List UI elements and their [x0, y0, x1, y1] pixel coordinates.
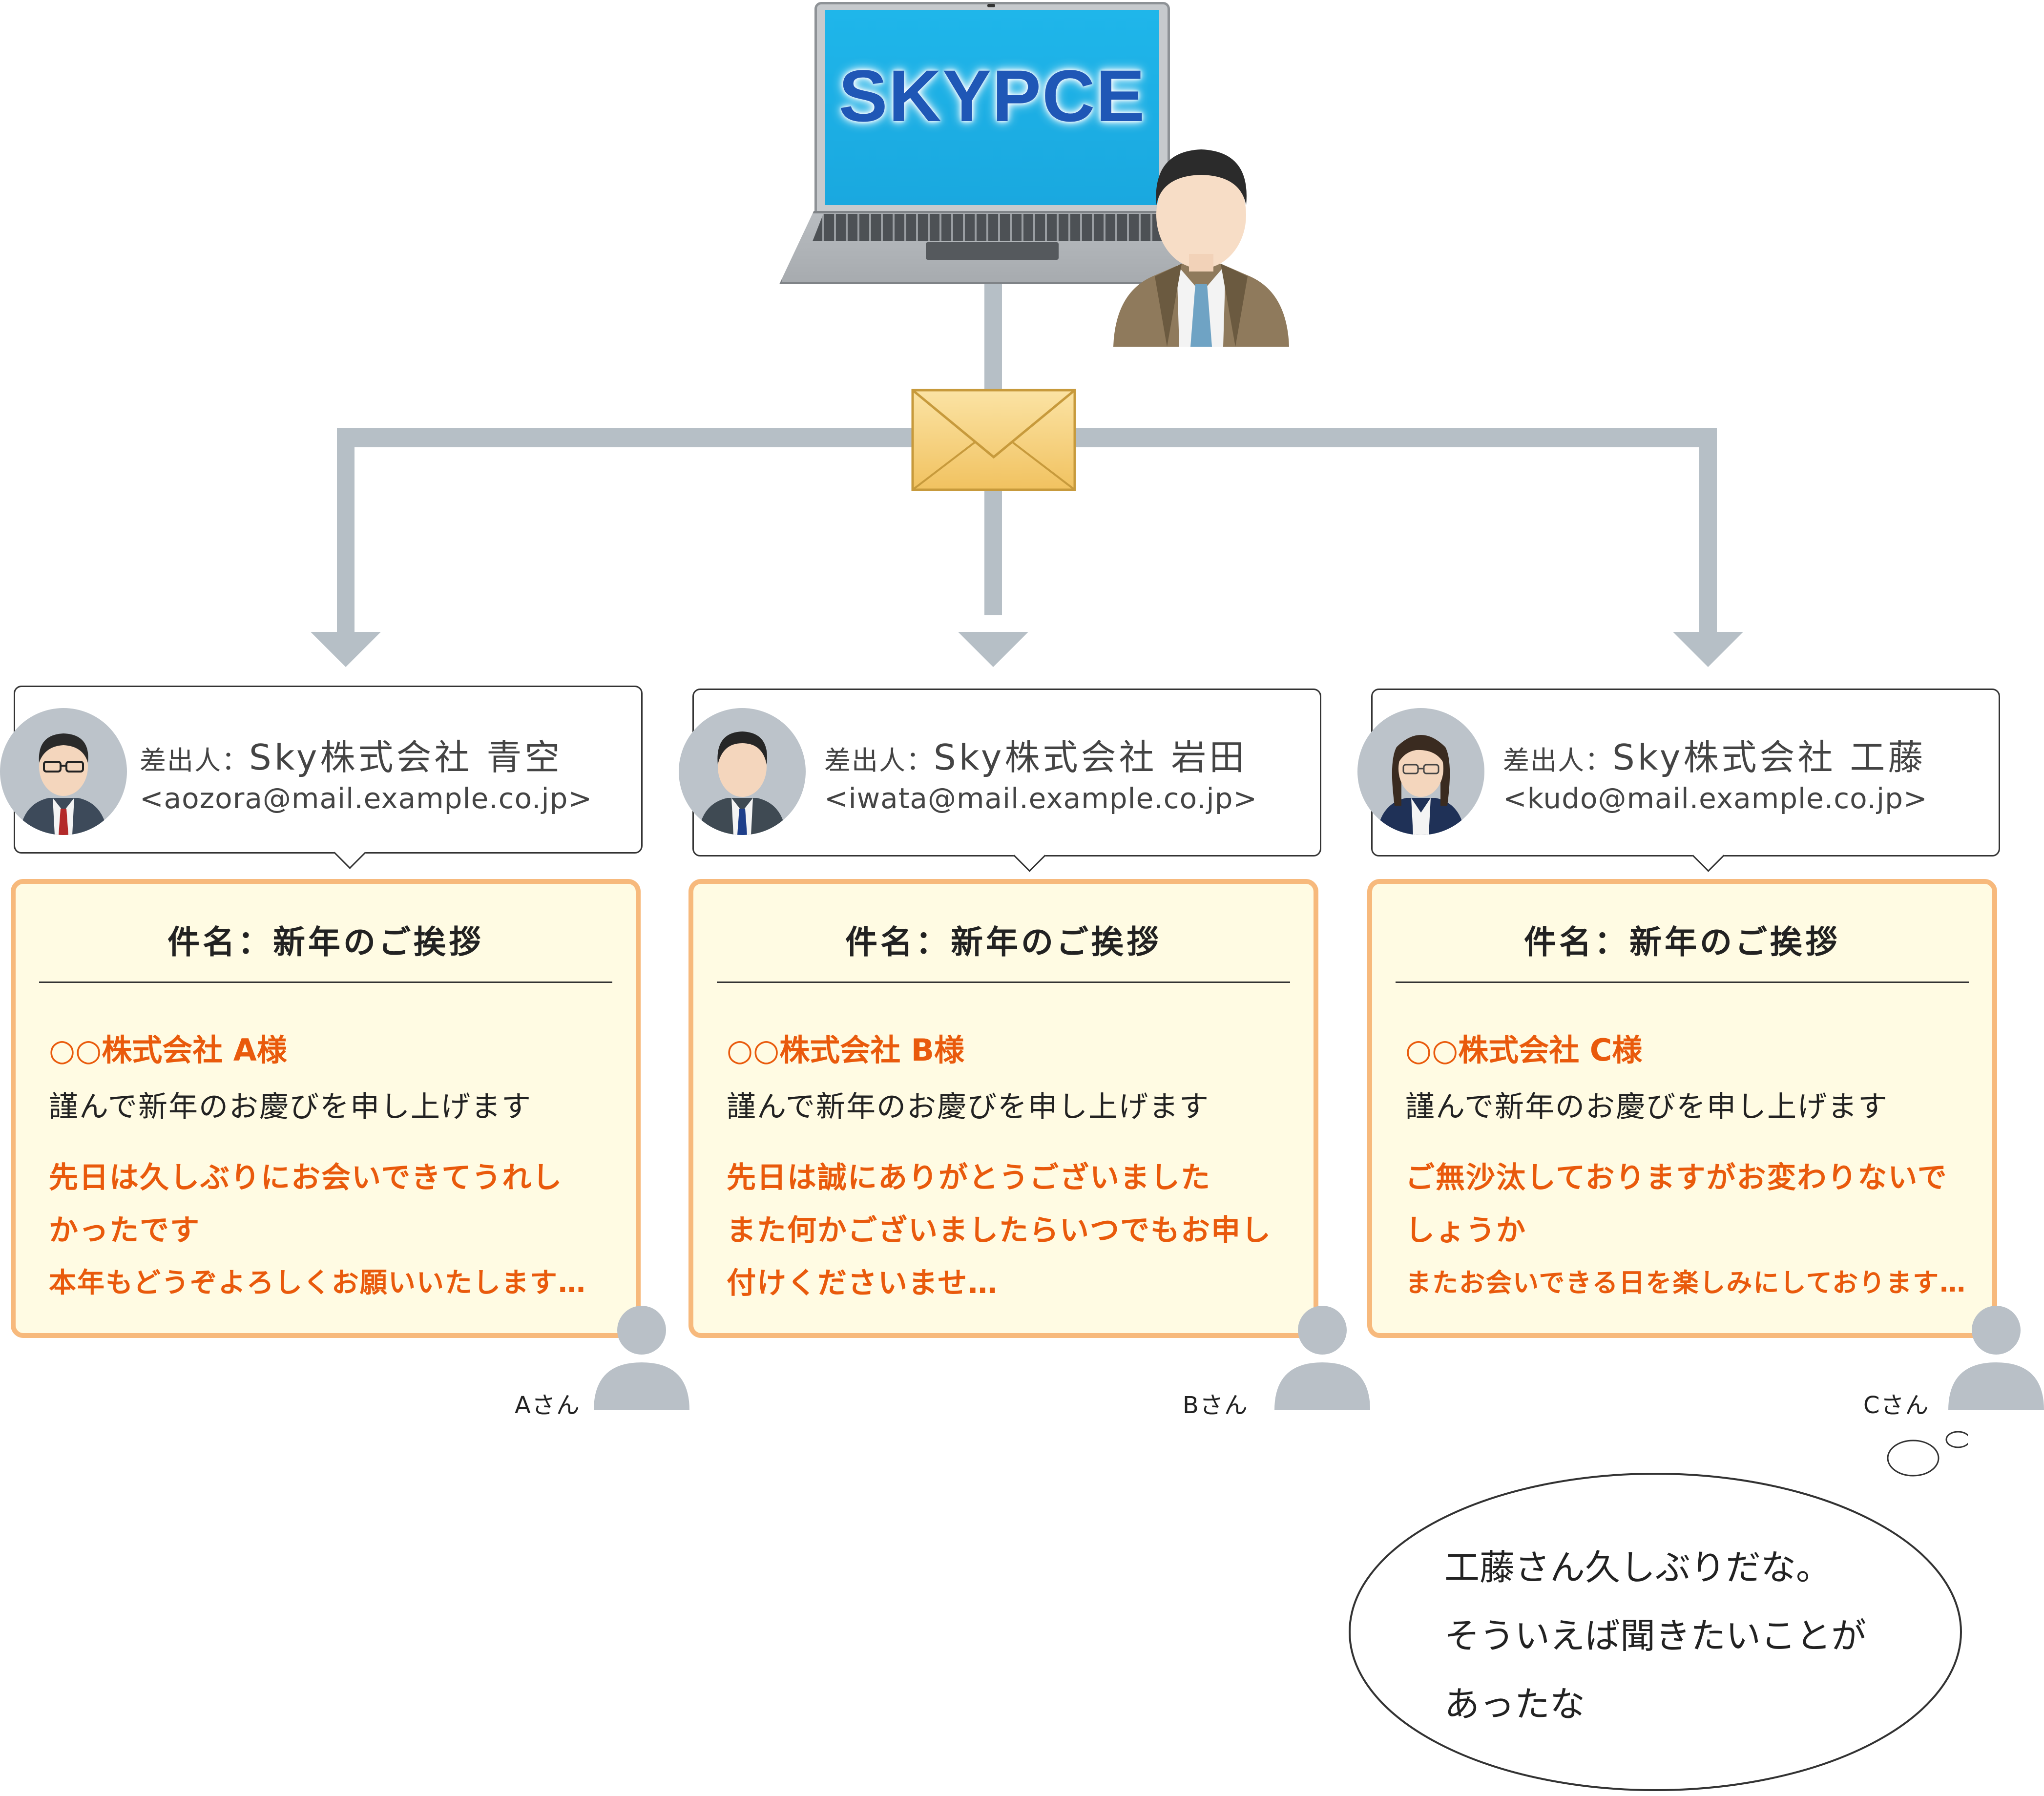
arrow-down-right: [1673, 632, 1743, 667]
mail-body: 先日は久しぶりにお会いできてうれし かったです 本年もどうぞよろしくお願いいたし…: [49, 1151, 616, 1310]
businessman-glasses-icon: [20, 733, 107, 835]
mail-subject: 件名：新年のご挨拶: [1524, 923, 1840, 961]
sender-email: <kudo@mail.example.co.jp>: [1503, 782, 1928, 815]
sender-label: 差出人：: [1503, 745, 1612, 776]
mail-body-line: ご無沙汰しておりますがお変わりないで: [1405, 1161, 1948, 1195]
mail-body-line: また何かございましたらいつでもお申し: [727, 1213, 1272, 1248]
sender-email: <aozora@mail.example.co.jp>: [140, 782, 593, 815]
mail-recipient: ○○株式会社 A様: [49, 1032, 287, 1068]
keyboard: [813, 214, 1172, 241]
mail-greeting: 謹んで新年のお慶びを申し上げます: [49, 1090, 532, 1124]
connector-right: [1699, 428, 1717, 633]
laptop-screen: [825, 10, 1159, 205]
mail-card-b: 件名：新年のご挨拶 ○○株式会社 B様 謹んで新年のお慶びを申し上げます 先日は…: [688, 879, 1318, 1338]
sender-email: <iwata@mail.example.co.jp>: [824, 782, 1258, 815]
mail-body-line: 本年もどうぞよろしくお願いいたします…: [49, 1267, 586, 1299]
sender-label: 差出人：: [140, 745, 249, 776]
person-silhouette-icon: [1948, 1306, 2044, 1410]
mail-body-line: 付けくださいませ…: [727, 1266, 999, 1300]
mail-body-line: 先日は誠にありがとうございました: [727, 1161, 1211, 1195]
mail-card-c: 件名：新年のご挨拶 ○○株式会社 C様 謹んで新年のお慶びを申し上げます ご無沙…: [1367, 879, 1997, 1338]
mail-greeting: 謹んで新年のお慶びを申し上げます: [1405, 1090, 1888, 1124]
thought-line: あったな: [1444, 1684, 1585, 1725]
thought-line: そういえば聞きたいことが: [1444, 1615, 1867, 1656]
sender-info-kudo: 差出人：Sky株式会社 工藤 <kudo@mail.example.co.jp>: [1503, 729, 1928, 815]
mail-body-line: しょうか: [1405, 1213, 1526, 1248]
mail-recipient: ○○株式会社 B様: [727, 1032, 965, 1068]
mail-body: 先日は誠にありがとうございました また何かございましたらいつでもお申し 付けくだ…: [727, 1151, 1294, 1310]
sender-name: Sky株式会社 青空: [249, 737, 563, 778]
recipient-label-b: Bさん: [1183, 1392, 1249, 1419]
mail-body-line: またお会いできる日を楽しみにしております…: [1405, 1268, 1967, 1298]
businesswoman-glasses-icon: [1377, 735, 1465, 835]
recipient-label-c: Cさん: [1863, 1392, 1930, 1419]
avatar-iwata: [679, 708, 806, 835]
touchpad: [926, 242, 1059, 260]
thought-line: 工藤さん久しぶりだな。: [1444, 1547, 1832, 1588]
sender-box-pointer: [1692, 839, 1725, 872]
mail-greeting: 謹んで新年のお慶びを申し上げます: [727, 1090, 1210, 1124]
divider: [1396, 982, 1969, 983]
divider: [717, 982, 1290, 983]
divider: [39, 982, 612, 983]
mail-body: ご無沙汰しておりますがお変わりないで しょうか またお会いできる日を楽しみにして…: [1405, 1151, 1973, 1310]
mail-card-a: 件名：新年のご挨拶 ○○株式会社 A様 謹んで新年のお慶びを申し上げます 先日は…: [11, 879, 641, 1338]
mail-subject: 件名：新年のご挨拶: [845, 923, 1162, 961]
thought-bubble: [1349, 1431, 1968, 1791]
avatar-kudo: [1357, 708, 1484, 835]
connector-left: [337, 428, 355, 633]
person-silhouette-icon: [594, 1306, 689, 1410]
mail-body-line: かったです: [49, 1213, 200, 1248]
laptop-brand-logo: SKYPCE: [838, 55, 1146, 137]
person-silhouette-icon: [1274, 1306, 1370, 1410]
sender-info-iwata: 差出人：Sky株式会社 岩田 <iwata@mail.example.co.jp…: [824, 729, 1257, 815]
arrow-down-center: [958, 632, 1028, 667]
sender-name: Sky株式会社 岩田: [934, 737, 1248, 778]
mail-recipient: ○○株式会社 C様: [1405, 1032, 1643, 1068]
arrow-down-left: [311, 632, 381, 667]
businessman-icon: [698, 731, 786, 835]
envelope-icon: [911, 389, 1076, 491]
businessman-icon: [1113, 149, 1289, 347]
mail-subject: 件名：新年のご挨拶: [167, 923, 484, 961]
sender-label: 差出人：: [824, 745, 934, 776]
recipient-label-a: Aさん: [515, 1392, 581, 1419]
mail-body-line: 先日は久しぶりにお会いできてうれし: [49, 1161, 563, 1195]
sender-info-aozora: 差出人：Sky株式会社 青空 <aozora@mail.example.co.j…: [140, 729, 592, 815]
thought-text: 工藤さん久しぶりだな。 そういえば聞きたいことが あったな: [1444, 1533, 1866, 1738]
sender-name: Sky株式会社 工藤: [1612, 737, 1926, 778]
sender-box-pointer: [334, 836, 366, 869]
sender-box-pointer: [1013, 839, 1046, 872]
avatar-aozora: [0, 708, 127, 835]
